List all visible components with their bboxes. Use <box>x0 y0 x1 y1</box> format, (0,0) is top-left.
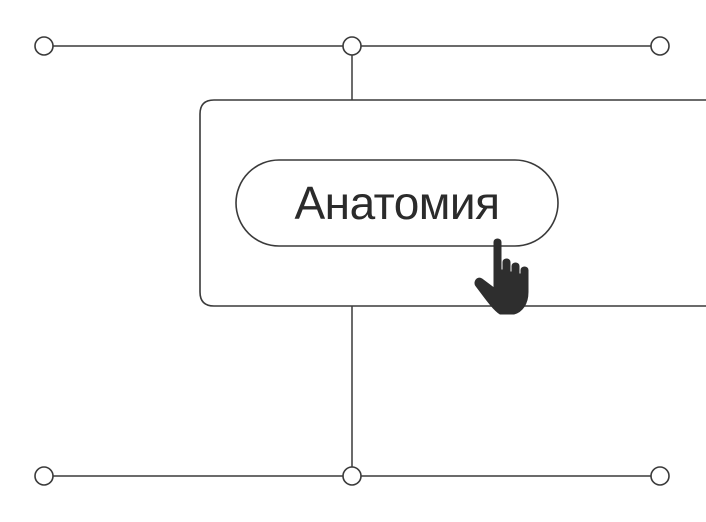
node-bottom-center-icon <box>342 466 362 486</box>
node-top-center-icon <box>342 36 362 56</box>
node-top-left-icon <box>34 36 54 56</box>
anatomy-button-label: Анатомия <box>294 177 499 229</box>
connector-nodes <box>34 36 670 486</box>
anatomy-button-outline <box>235 159 559 247</box>
pointer-hand-icon <box>474 238 529 315</box>
node-bottom-right-icon <box>650 466 670 486</box>
node-bottom-left-icon <box>34 466 54 486</box>
anatomy-button[interactable]: Анатомия <box>235 159 559 247</box>
node-top-right-icon <box>650 36 670 56</box>
